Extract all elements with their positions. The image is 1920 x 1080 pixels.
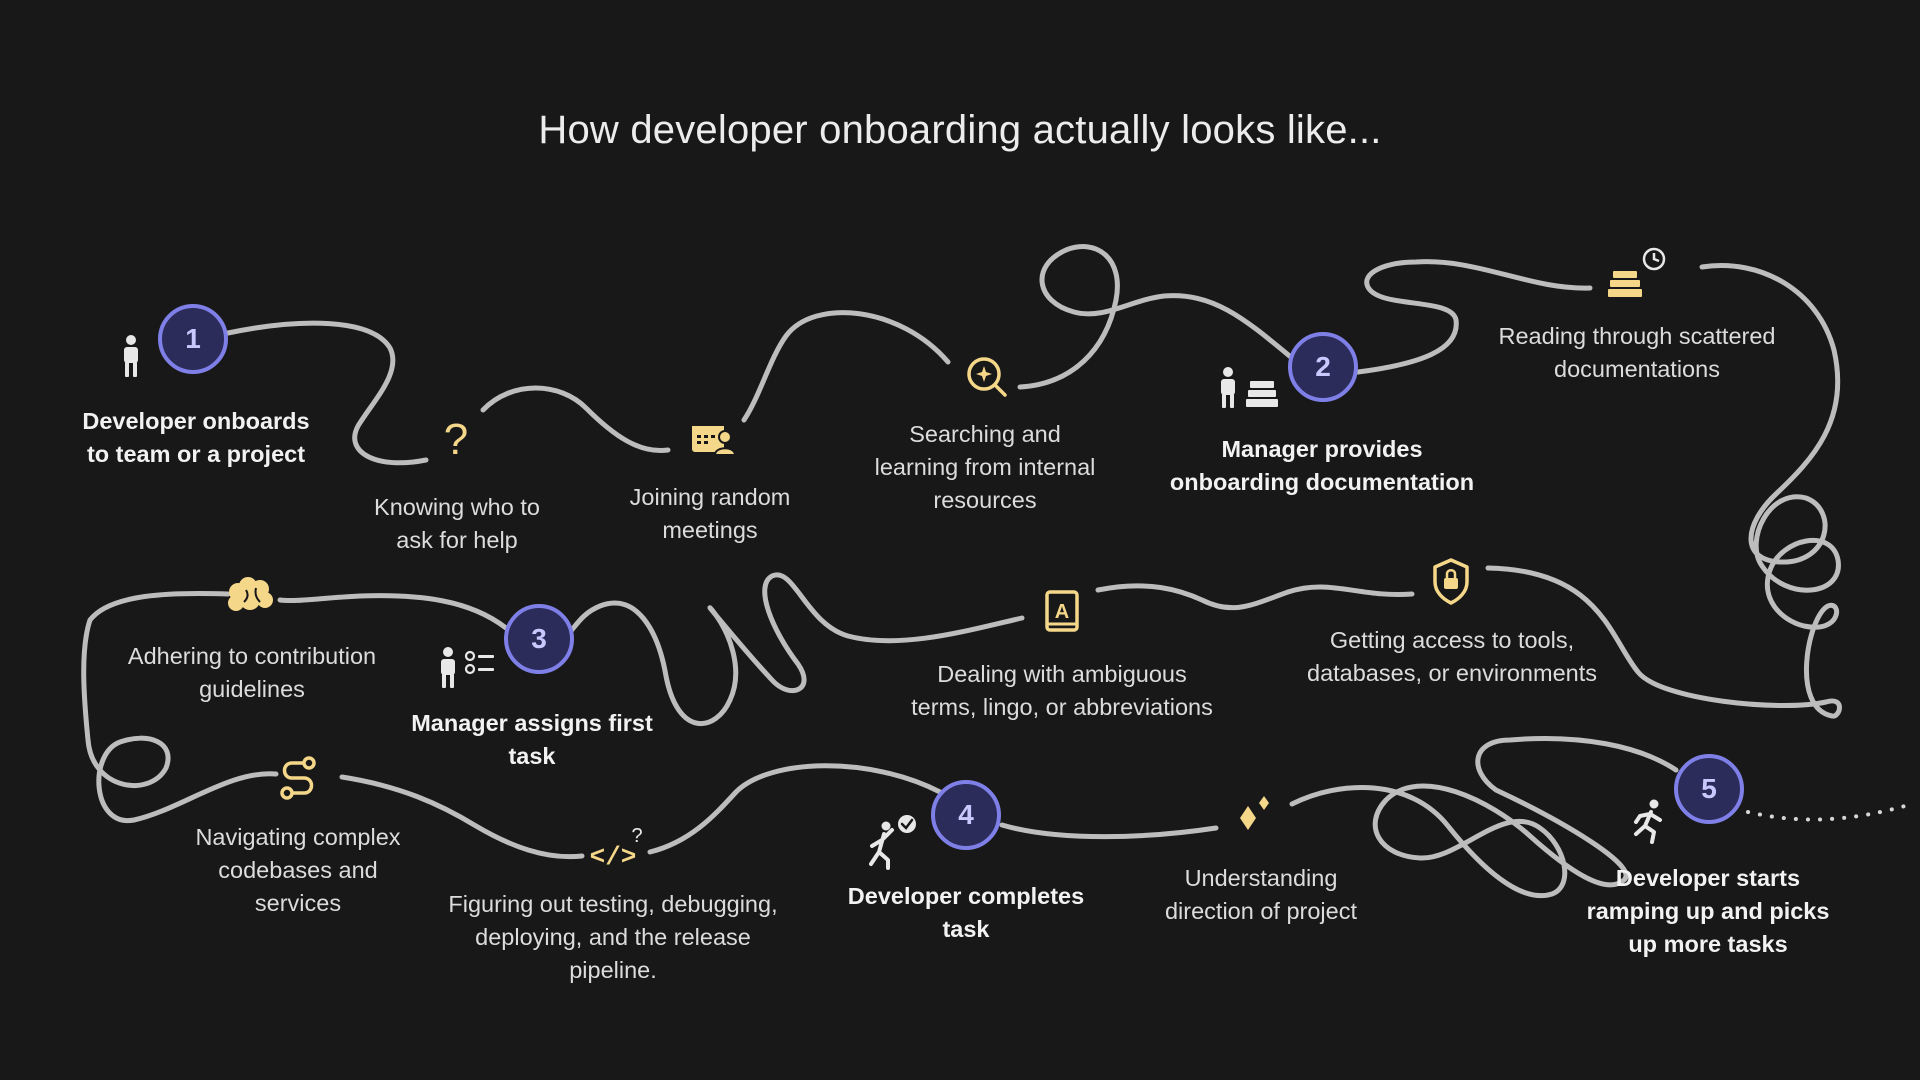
path-segment-8 bbox=[563, 572, 1025, 726]
shield-lock-icon bbox=[1433, 558, 1469, 605]
path-segment-7 bbox=[1095, 583, 1415, 611]
milestone-label-4: Developer completes task bbox=[847, 883, 1085, 942]
step-label-guidelines: Adhering to contribution guidelines bbox=[127, 643, 377, 702]
step-label-meetings: Joining random meetings bbox=[629, 484, 791, 543]
svg-text:A: A bbox=[1055, 601, 1069, 623]
step-label-codebases: Navigating complex codebases and service… bbox=[195, 824, 401, 916]
person-checklist-icon bbox=[441, 647, 494, 688]
person-icon bbox=[124, 335, 138, 377]
milestone-badge-2: 2 bbox=[1288, 332, 1358, 402]
search-sparkle-icon bbox=[967, 357, 1007, 397]
milestone-label-5: Developer starts ramping up and picks up… bbox=[1586, 865, 1830, 957]
path-segment-11 bbox=[339, 774, 585, 860]
step-label-search: Searching and learning from internal res… bbox=[874, 421, 1096, 513]
books-clock-icon bbox=[1608, 247, 1666, 297]
path-segment-3 bbox=[741, 310, 951, 423]
step-label-docs: Reading through scattered documentations bbox=[1498, 323, 1776, 382]
step-label-testing: Figuring out testing, debugging, deployi… bbox=[448, 891, 778, 983]
milestone-badge-5: 5 bbox=[1674, 754, 1744, 824]
step-label-access: Getting access to tools, databases, or e… bbox=[1307, 627, 1597, 686]
step-label-help: Knowing who to ask for help bbox=[374, 494, 540, 553]
step-label-dictionary: Dealing with ambiguous terms, lingo, or … bbox=[911, 661, 1213, 720]
path-segment-10 bbox=[81, 590, 279, 823]
path-dotted-tail bbox=[1746, 802, 1914, 822]
person-books-icon bbox=[1221, 367, 1278, 408]
path-segment-2 bbox=[480, 385, 671, 454]
runner-icon bbox=[1634, 799, 1662, 844]
path-segment-4 bbox=[1017, 244, 1295, 390]
path-segment-6 bbox=[1485, 263, 1842, 719]
svg-text:?: ? bbox=[631, 825, 642, 847]
path-segment-13 bbox=[999, 822, 1219, 840]
person-check-icon bbox=[869, 815, 916, 870]
path-segment-9 bbox=[277, 593, 509, 631]
milestone-badge-3: 3 bbox=[504, 604, 574, 674]
path-segment-12 bbox=[647, 763, 943, 855]
svg-text:</>: </> bbox=[590, 842, 637, 872]
brain-icon bbox=[228, 577, 273, 611]
path-segment-14 bbox=[1289, 736, 1679, 899]
path-segment-1 bbox=[225, 320, 429, 466]
dictionary-icon: A bbox=[1045, 590, 1079, 632]
milestone-badge-4: 4 bbox=[931, 780, 1001, 850]
milestone-label-1: Developer onboards to team or a project bbox=[82, 408, 310, 467]
question-icon: ? bbox=[444, 415, 468, 464]
milestone-label-3: Manager assigns first task bbox=[411, 710, 653, 769]
sparkle-icon bbox=[1240, 796, 1269, 830]
page-title: How developer onboarding actually looks … bbox=[538, 108, 1382, 152]
milestone-label-2: Manager provides onboarding documentatio… bbox=[1169, 436, 1475, 495]
meeting-icon bbox=[692, 426, 737, 456]
code-question-icon: </> ? bbox=[590, 825, 643, 872]
step-label-direction: Understanding direction of project bbox=[1164, 865, 1358, 924]
milestone-badge-1: 1 bbox=[158, 304, 228, 374]
route-icon bbox=[280, 756, 316, 800]
path-segment-5 bbox=[1355, 259, 1593, 375]
